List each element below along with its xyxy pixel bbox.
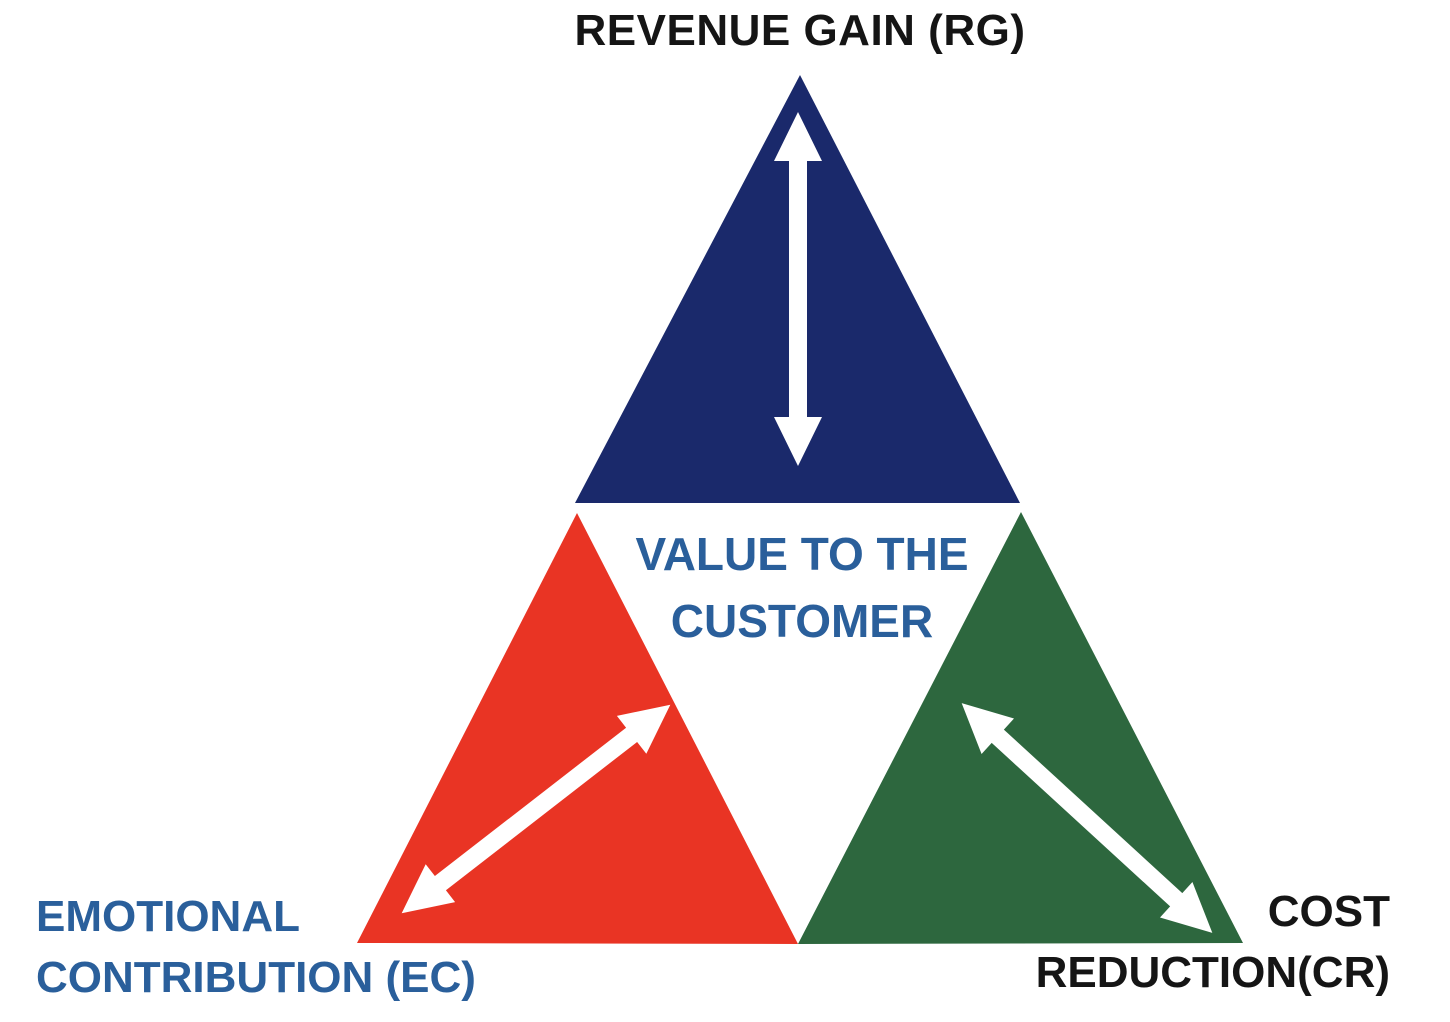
cost-reduction-line-1: COST [1267,887,1390,936]
cost-reduction-line-2: REDUCTION(CR) [1035,948,1390,997]
emotional-contribution-line-1: EMOTIONAL [36,892,300,941]
cost-reduction-triangle [798,512,1243,944]
revenue-gain-double-arrow-icon [774,112,822,466]
value-to-customer-line-1: VALUE TO THE [635,528,969,580]
emotional-contribution-triangle [357,513,798,944]
emotional-contribution-line-2: CONTRIBUTION (EC) [36,953,476,1002]
cost-reduction-label: COST REDUCTION(CR) [1036,881,1390,1003]
emotional-contribution-double-arrow-icon [401,704,671,914]
cost-reduction-double-arrow-icon [961,703,1213,933]
value-to-customer-label: VALUE TO THE CUSTOMER [635,521,968,655]
revenue-gain-label: REVENUE GAIN (RG) [574,6,1026,55]
value-to-customer-line-2: CUSTOMER [670,595,934,647]
emotional-contribution-label: EMOTIONAL CONTRIBUTION (EC) [36,886,476,1008]
